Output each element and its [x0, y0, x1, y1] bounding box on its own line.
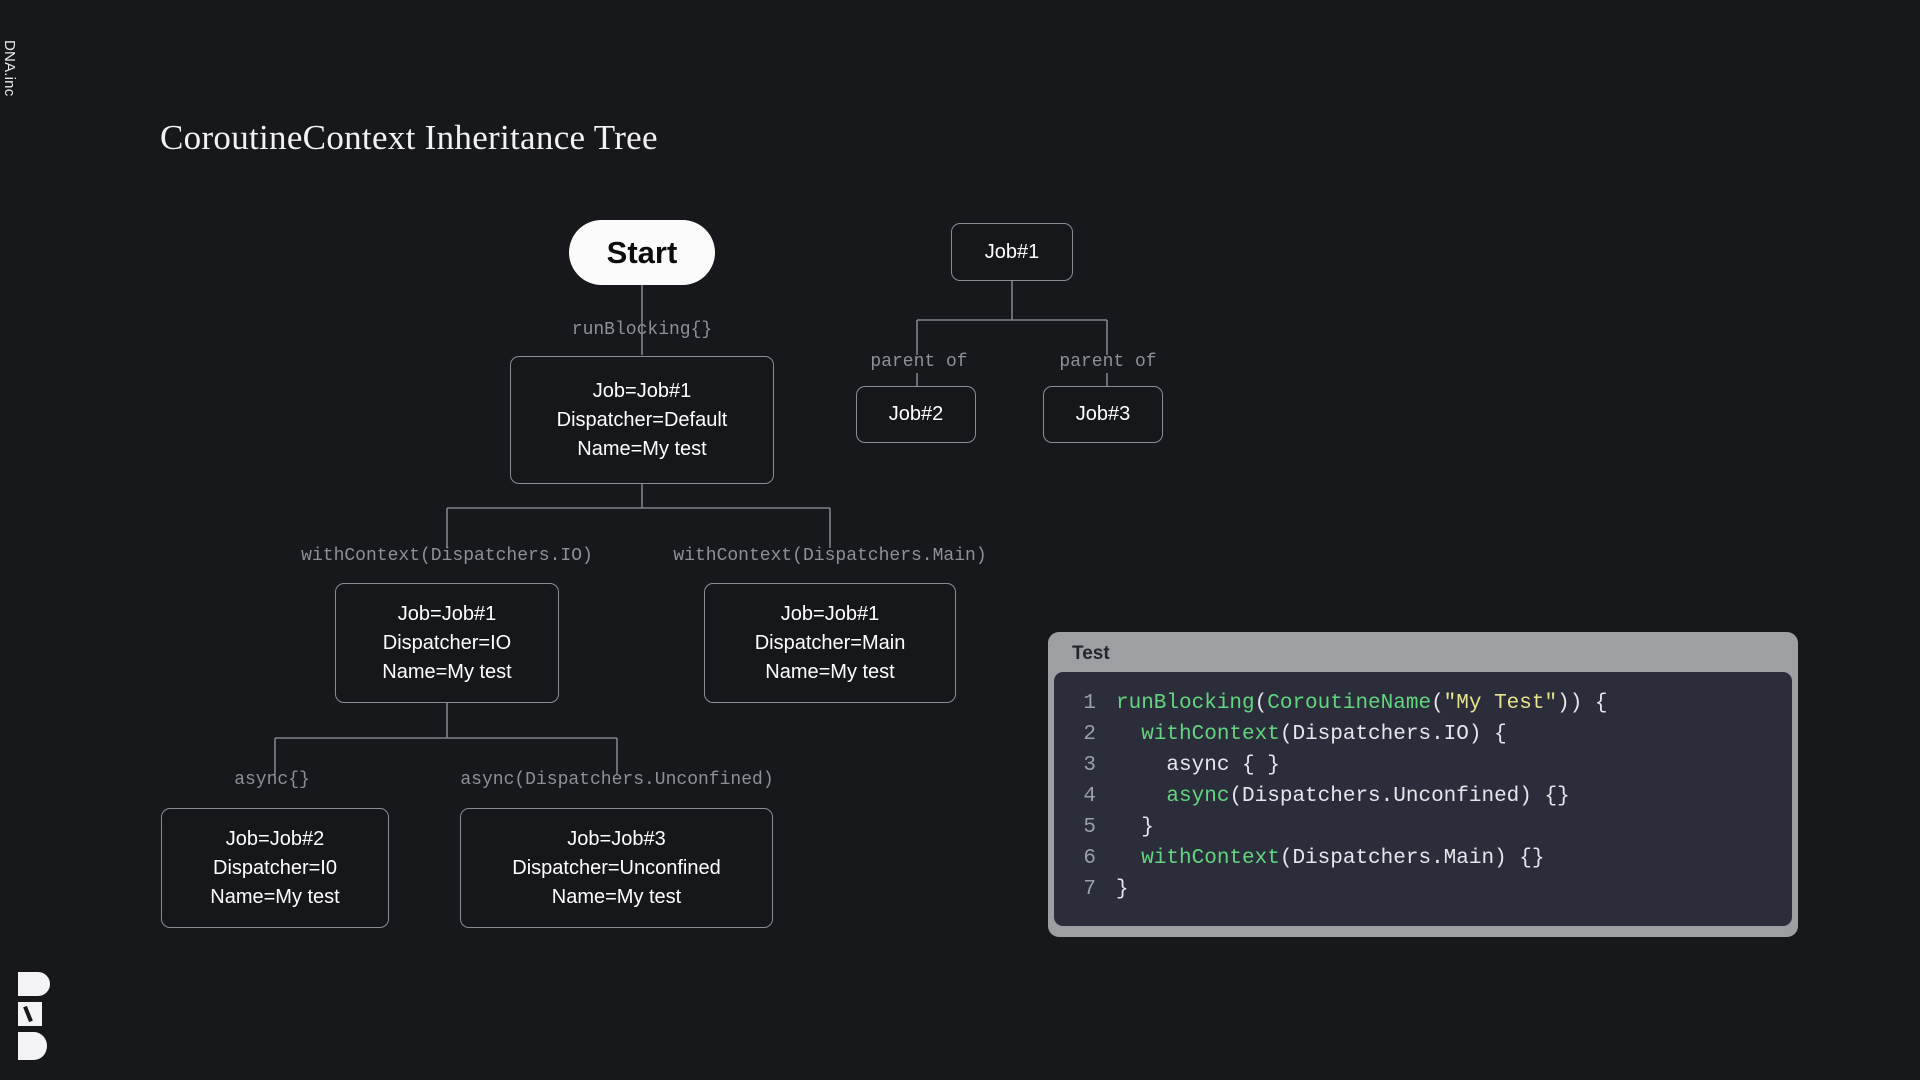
node-job-1-label: Job#1: [984, 240, 1040, 263]
edge-label-withcontext-main: withContext(Dispatchers.Main): [673, 546, 987, 566]
code-line-number: 5: [1083, 816, 1096, 839]
code-line: 4 async(Dispatchers.Unconfined) {}: [1054, 781, 1792, 812]
node-context-main-job: Job=Job#1: [780, 602, 880, 625]
edge-label-parent-of-1: parent of: [870, 352, 968, 372]
edge-label-parent-of-2: parent of: [1059, 352, 1157, 372]
code-line-text-7: }: [1116, 878, 1129, 901]
node-context-root-dispatcher: Dispatcher=Default: [556, 408, 728, 431]
code-line-text-3: async { }: [1116, 754, 1280, 777]
node-start[interactable]: Start: [569, 220, 715, 285]
edge-label-async: async{}: [234, 770, 310, 790]
code-line-text-4: async(Dispatchers.Unconfined) {}: [1166, 785, 1570, 808]
edge-label-runblocking: runBlocking{}: [571, 320, 713, 340]
edge-label-async-unconfined: async(Dispatchers.Unconfined): [460, 770, 774, 790]
node-context-io-dispatcher: Dispatcher=IO: [382, 631, 512, 654]
code-line-text-5: }: [1116, 816, 1154, 839]
code-line-number: 6: [1083, 847, 1096, 870]
node-context-io[interactable]: Job=Job#1 Dispatcher=IO Name=My test: [335, 583, 559, 703]
node-context-async-dispatcher: Dispatcher=I0: [213, 856, 337, 879]
node-context-async-name: Name=My test: [210, 885, 340, 908]
code-line-text-1: runBlocking(CoroutineName("My Test")) {: [1116, 692, 1608, 715]
node-start-label: Start: [606, 235, 678, 270]
code-line: 6 withContext(Dispatchers.Main) {}: [1054, 843, 1792, 874]
node-context-unconfined-job: Job=Job#3: [567, 827, 666, 850]
node-context-unconfined-name: Name=My test: [551, 885, 682, 908]
code-panel-title: Test: [1072, 643, 1110, 664]
node-context-io-name: Name=My test: [382, 660, 512, 683]
node-context-async-job: Job=Job#2: [225, 827, 325, 850]
code-line-number: 3: [1083, 754, 1096, 777]
node-context-io-job: Job=Job#1: [397, 602, 497, 625]
code-line-number: 7: [1083, 878, 1096, 901]
node-context-main-name: Name=My test: [765, 660, 895, 683]
page-title: CoroutineContext Inheritance Tree: [160, 118, 658, 158]
code-panel-body[interactable]: 1 runBlocking(CoroutineName("My Test")) …: [1054, 672, 1792, 926]
code-panel: Test 1 runBlocking(CoroutineName("My Tes…: [1048, 632, 1798, 937]
node-job-2-label: Job#2: [888, 403, 944, 425]
code-line: 3 async { }: [1054, 750, 1792, 781]
node-context-main[interactable]: Job=Job#1 Dispatcher=Main Name=My test: [704, 583, 956, 703]
node-job-1[interactable]: Job#1: [951, 223, 1073, 281]
code-line: 5 }: [1054, 812, 1792, 843]
node-job-2[interactable]: Job#2: [856, 386, 976, 443]
node-job-3[interactable]: Job#3: [1043, 386, 1163, 443]
node-context-root-name: Name=My test: [577, 437, 707, 460]
dna-logo-icon: [18, 972, 50, 1060]
code-line: 2 withContext(Dispatchers.IO) {: [1054, 719, 1792, 750]
code-line-number: 4: [1083, 785, 1096, 808]
dna-stacked-logo: [18, 972, 52, 1060]
code-line-number: 1: [1083, 692, 1096, 715]
node-context-unconfined[interactable]: Job=Job#3 Dispatcher=Unconfined Name=My …: [460, 808, 773, 928]
node-context-unconfined-dispatcher: Dispatcher=Unconfined: [512, 856, 721, 879]
node-job-3-label: Job#3: [1075, 403, 1131, 425]
code-line: 1 runBlocking(CoroutineName("My Test")) …: [1054, 688, 1792, 719]
code-line-number: 2: [1083, 723, 1096, 746]
edge-label-withcontext-io: withContext(Dispatchers.IO): [301, 546, 593, 566]
node-context-async[interactable]: Job=Job#2 Dispatcher=I0 Name=My test: [161, 808, 389, 928]
node-context-main-dispatcher: Dispatcher=Main: [754, 631, 906, 654]
node-context-root-job: Job=Job#1: [592, 379, 692, 402]
code-line-text-6: withContext(Dispatchers.Main) {}: [1141, 847, 1545, 870]
code-line-text-2: withContext(Dispatchers.IO) {: [1141, 723, 1507, 746]
code-line: 7 }: [1054, 874, 1792, 905]
node-context-root[interactable]: Job=Job#1 Dispatcher=Default Name=My tes…: [510, 356, 774, 484]
